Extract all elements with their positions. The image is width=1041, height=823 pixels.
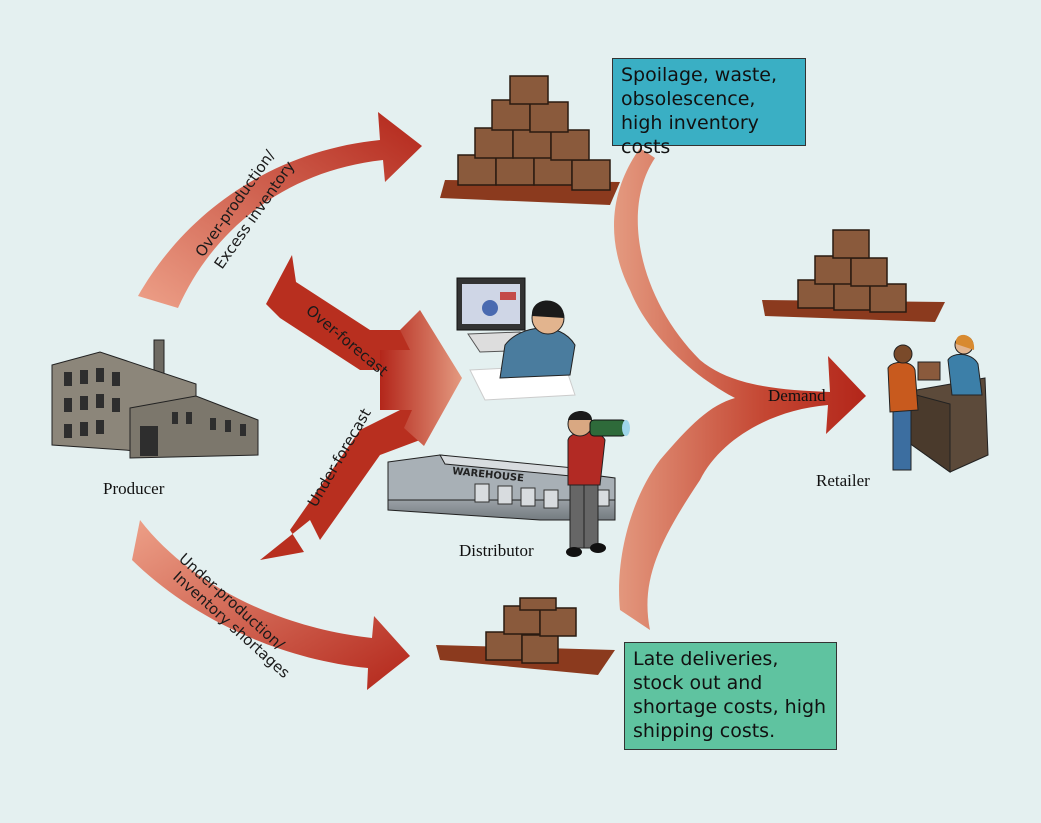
excess-inventory-costs-text: Spoilage, waste, obsolescence, high inve…	[621, 64, 778, 158]
label-demand: Demand	[768, 386, 826, 405]
computer-user-icon	[456, 277, 576, 401]
over-production-arrow	[138, 112, 422, 308]
demand-arrow	[613, 148, 866, 630]
retailer-people-icon	[887, 334, 989, 473]
crates-bottom	[436, 597, 615, 675]
crates-retailer	[762, 229, 945, 322]
crates-top	[440, 75, 620, 205]
forecast-arrows	[260, 255, 462, 560]
shortage-costs-box: Late deliveries, stock out and shortage …	[624, 642, 837, 750]
under-production-arrow	[132, 520, 410, 690]
label-retailer: Retailer	[816, 471, 870, 490]
factory-icon	[51, 339, 259, 459]
excess-inventory-costs-box: Spoilage, waste, obsolescence, high inve…	[612, 58, 806, 158]
label-producer: Producer	[103, 479, 165, 498]
label-distributor: Distributor	[459, 541, 534, 560]
binoculars-person-icon	[566, 411, 630, 557]
shortage-costs-text: Late deliveries, stock out and shortage …	[633, 648, 827, 742]
